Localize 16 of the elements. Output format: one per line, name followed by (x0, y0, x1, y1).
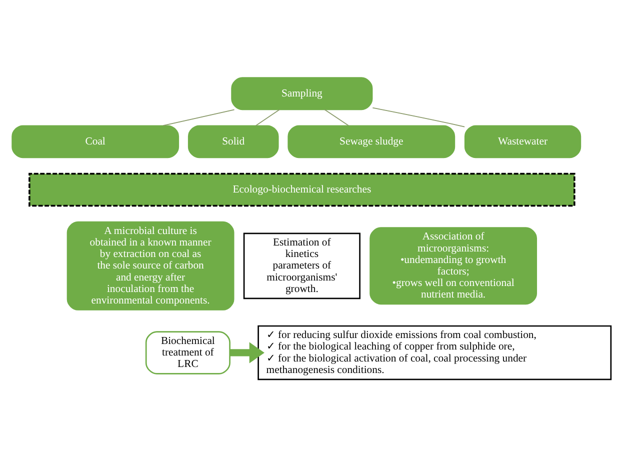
node-box: Ecologo-biochemical researches (28, 172, 576, 206)
connector (255, 108, 280, 126)
node-box: Solid (188, 124, 279, 158)
connector (324, 108, 350, 126)
node-box: A microbial culture is obtained in a known manner by extraction on coal as the sole source of carbon and energy after inoculation from the environmental components. (66, 220, 234, 310)
node-box: Coal (12, 124, 180, 158)
node-box: ✓ for reducing sulfur dioxide emissions from coal combustion, ✓ for the biological leaching of copper from sulphide ore, ✓ for the biological activation of coal, coal processing under methanogenesis conditions. (258, 324, 612, 380)
connector (372, 106, 465, 127)
node-box: Sewage sludge (288, 124, 456, 158)
connector (162, 108, 235, 126)
node-box: Estimation of kinetics parameters of microorganisms' growth. (243, 232, 360, 299)
node-box: Association of microorganisms: •undemanding to growth factors; •grows well on conventional nutrient media. (370, 226, 538, 304)
node-box: Sampling (231, 76, 373, 110)
node-box: Wastewater (464, 124, 582, 158)
arrow (230, 342, 264, 363)
node-box: Biochemical treatment of LRC (145, 330, 230, 374)
